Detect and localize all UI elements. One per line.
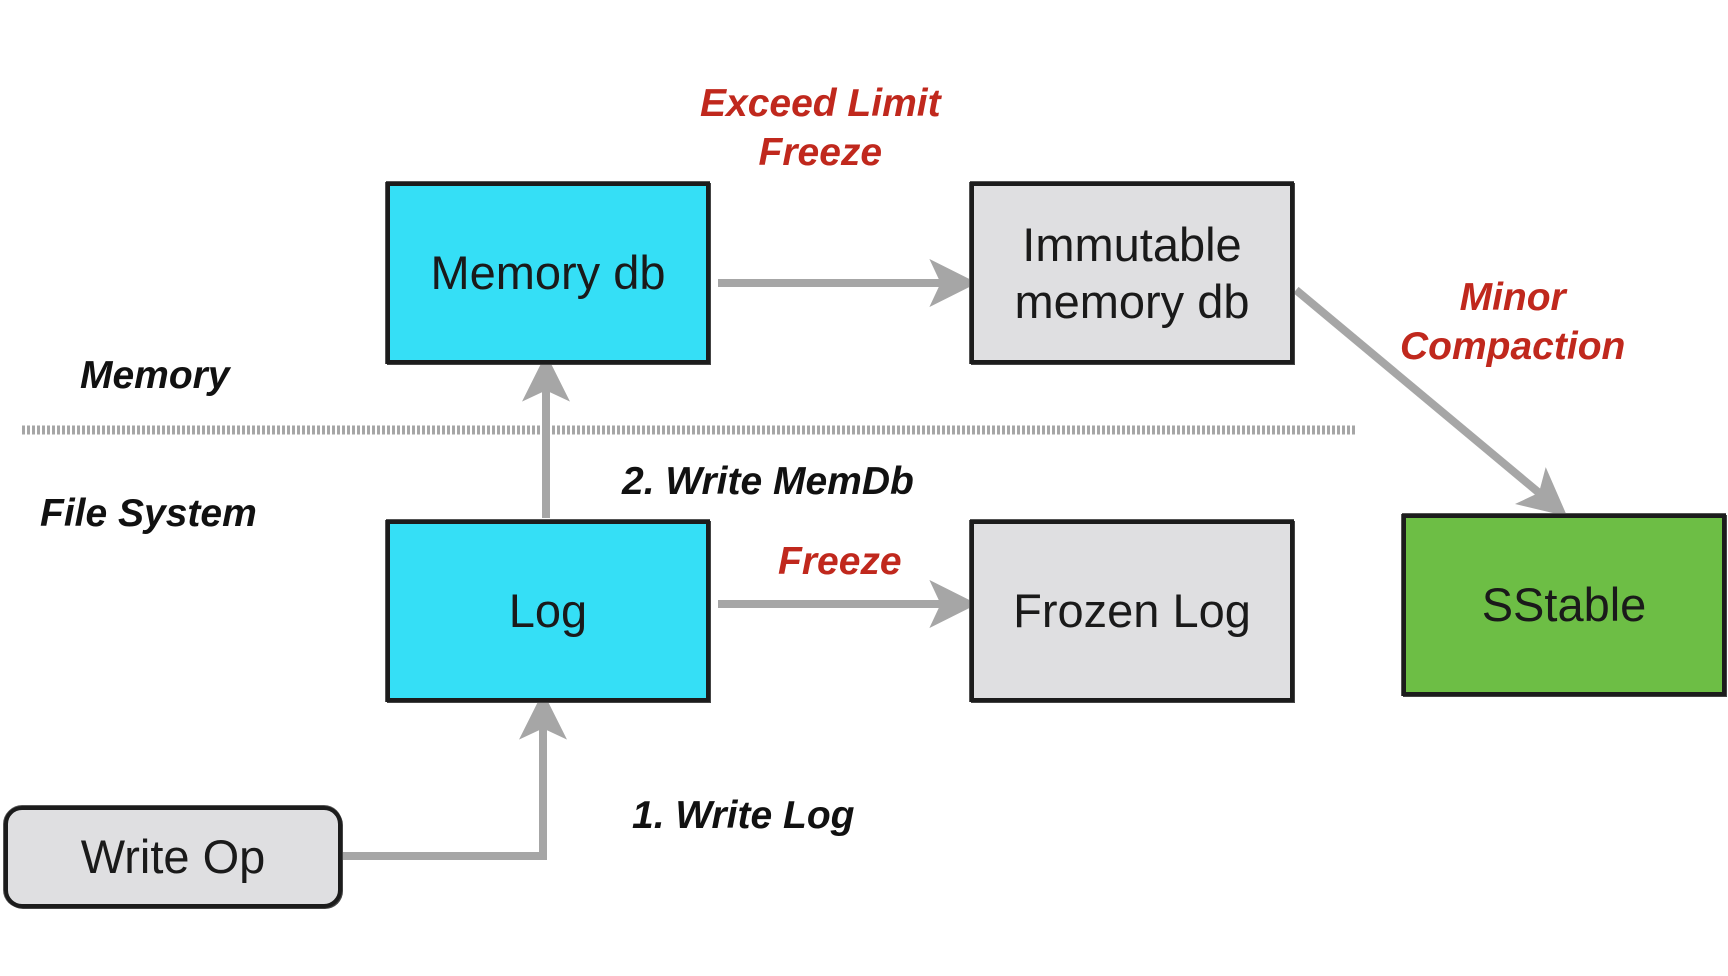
write-log-label: 1. Write Log [632,794,855,837]
frozen-log-label: Frozen Log [1013,584,1251,638]
memory-zone-label: Memory [80,354,230,397]
write-op-label: Write Op [80,830,266,884]
exceed-limit-freeze-label: Exceed Limit Freeze [700,82,941,174]
freeze-label: Freeze [778,540,902,583]
arrow-writeop-to-log [342,691,567,860]
write-op-node: Write Op [4,806,342,908]
log-node: Log [386,520,710,702]
immutable-memory-db-label: Immutable memory db [1014,217,1250,328]
frozen-log-node: Frozen Log [970,520,1294,702]
log-label: Log [508,584,588,638]
immutable-memory-db-node: Immutable memory db [970,182,1294,364]
minor-compaction-label: Minor Compaction [1400,276,1626,368]
sstable-node: SStable [1402,514,1726,696]
arrow-immutable-to-sstable [1293,286,1568,517]
sstable-label: SStable [1481,578,1647,632]
write-memdb-label: 2. Write MemDb [622,460,914,503]
memory-db-node: Memory db [386,182,710,364]
file-system-zone-label: File System [40,492,257,535]
memory-db-label: Memory db [430,246,666,300]
